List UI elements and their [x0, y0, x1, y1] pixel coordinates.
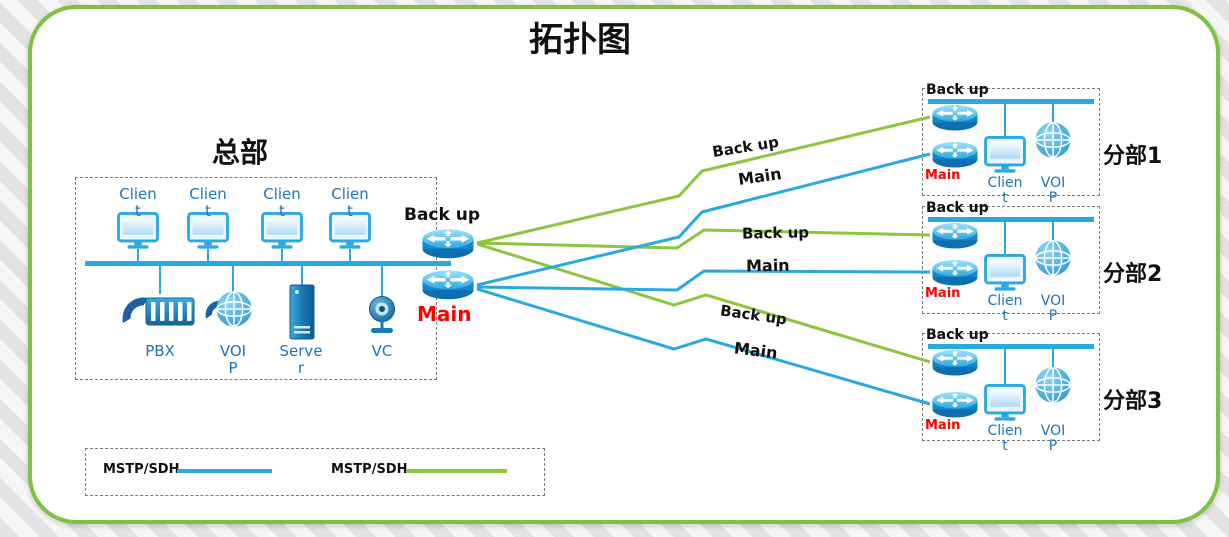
voip-label: VOI P [219, 342, 247, 377]
branch1-name: 分部1 [1103, 144, 1163, 169]
client-label: Clien t [189, 185, 227, 220]
branch3-main-router-label: Main [925, 418, 961, 433]
branch1-client-label: Clien t [987, 175, 1023, 207]
legend-label-mstp-sdh-green: MSTP/SDH [331, 462, 408, 477]
client-label: Clien t [331, 185, 369, 220]
branch1-main-router-label: Main [925, 168, 961, 183]
pbx-icon [122, 297, 195, 326]
branch2-voip-label: VOI P [1040, 293, 1066, 325]
branch3-name: 分部3 [1103, 389, 1163, 414]
branch2-voip-icon [1034, 239, 1072, 277]
voip-globe-icon [215, 290, 253, 328]
branch3-voip-label: VOI P [1040, 423, 1066, 455]
branch3-client-icon [984, 384, 1026, 422]
branch2-backup-router-label: Back up [926, 200, 989, 216]
main-link-line-branch3 [476, 287, 931, 406]
branch3-voip-icon [1034, 366, 1072, 404]
core-backup-router-icon [422, 229, 474, 259]
legend-label-mstp-sdh-blue: MSTP/SDH [103, 462, 180, 477]
client-label: Clien t [119, 185, 157, 220]
branch1-main-router-icon [932, 142, 978, 168]
backup-link-line-branch2 [476, 228, 931, 250]
hq-lan-bus [85, 261, 451, 266]
link-main-label-branch2: Main [745, 255, 790, 276]
branch2-main-router-label: Main [925, 286, 961, 301]
branch3-client-label: Clien t [987, 423, 1023, 455]
branch1-voip-icon [1034, 121, 1072, 159]
branch2-lan-bus [928, 217, 1094, 222]
link-backup-label-branch2: Back up [741, 223, 810, 243]
branch2-backup-router-icon [932, 223, 978, 249]
branch3-backup-router-label: Back up [926, 327, 989, 343]
hq-drop-lines [137, 249, 383, 298]
branch2-name: 分部2 [1103, 262, 1163, 287]
branch3-box [922, 333, 1100, 441]
core-main-router-label: Main [417, 302, 472, 326]
branch1-voip-label: VOI P [1040, 175, 1066, 207]
pbx-label: PBX [145, 342, 175, 360]
main-link-line-branch1 [476, 152, 931, 287]
branch1-backup-router-icon [932, 105, 978, 131]
vc-label: VC [371, 342, 393, 360]
branch2-client-icon [984, 254, 1026, 292]
branch1-client-icon [984, 136, 1026, 174]
legend-box [85, 448, 545, 496]
server-label: Serve r [279, 342, 323, 377]
client-label: Clien t [263, 185, 301, 220]
page-title: 拓扑图 [529, 20, 631, 60]
main-link-line-branch2 [476, 269, 931, 292]
branch3-main-router-icon [932, 392, 978, 418]
legend-line-blue [177, 469, 272, 473]
legend-line-green [407, 469, 507, 473]
branch1-backup-router-label: Back up [926, 82, 989, 98]
headquarters-title: 总部 [212, 136, 269, 169]
core-backup-router-label: Back up [404, 205, 481, 225]
backup-link-line-branch3 [476, 242, 931, 364]
branch3-backup-router-icon [932, 350, 978, 376]
branch2-box [922, 206, 1100, 314]
branch2-client-label: Clien t [987, 293, 1023, 325]
branch2-main-router-icon [932, 260, 978, 286]
branch1-box [922, 88, 1100, 196]
branch3-drop-lines [1004, 349, 1054, 386]
branch2-drop-lines [1004, 222, 1054, 256]
vc-camera-icon [368, 295, 396, 335]
branch3-lan-bus [928, 344, 1094, 349]
core-main-router-icon [422, 270, 474, 300]
server-icon [289, 284, 315, 340]
backup-link-line-branch1 [476, 115, 931, 245]
branch1-lan-bus [928, 99, 1094, 104]
branch1-drop-lines [1004, 104, 1054, 140]
